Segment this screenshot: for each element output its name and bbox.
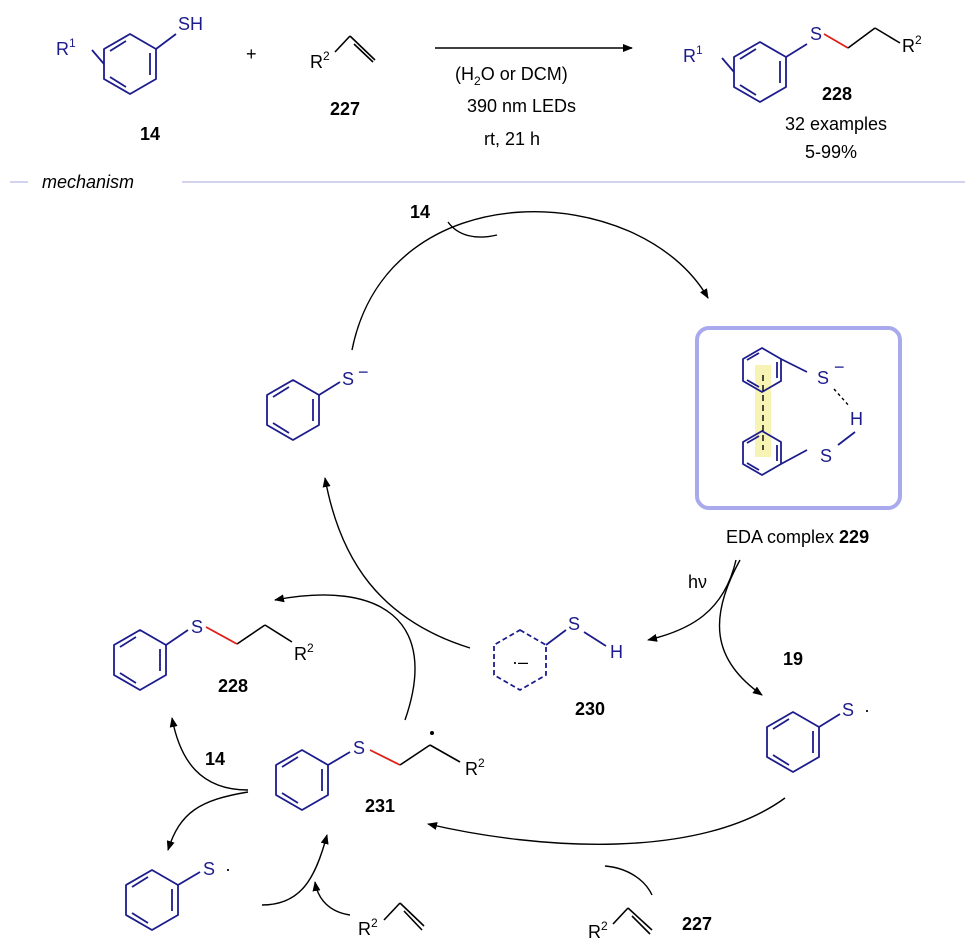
arrow-231-to-product bbox=[274, 594, 416, 721]
thiolate-s: S bbox=[342, 369, 354, 389]
top-cycle-arrow bbox=[351, 211, 709, 351]
product-228-top: R1 S R2 228 32 examples 5-99% bbox=[683, 24, 922, 162]
arrow-227-entry bbox=[604, 865, 653, 896]
mech-product-r2: R2 bbox=[294, 641, 314, 664]
eda-caption: EDA complex 229 bbox=[726, 527, 869, 547]
radical-19-dot: · bbox=[864, 700, 870, 720]
radcat-s: S bbox=[568, 614, 580, 634]
compound-228-label: 228 bbox=[822, 84, 852, 104]
product-r1-label: R1 bbox=[683, 43, 703, 66]
condition-solvent: (H2O or DCM) bbox=[455, 64, 568, 88]
alkene-left-r2: R2 bbox=[358, 916, 378, 939]
carbon-radical-231: S R2 231 bbox=[275, 731, 485, 816]
radical-dot-231 bbox=[430, 731, 434, 735]
reaction-arrow-group: (H2O or DCM) 390 nm LEDs rt, 21 h bbox=[435, 44, 633, 149]
eda-s-minus: S bbox=[817, 368, 829, 388]
alkene-left: R2 bbox=[358, 902, 425, 939]
product-r2-label: R2 bbox=[902, 33, 922, 56]
thiyl-radical-bottom: S · bbox=[125, 859, 231, 931]
yield-range: 5-99% bbox=[805, 142, 857, 162]
alkene-right-r2: R2 bbox=[588, 919, 608, 942]
radical-19-label: 19 bbox=[783, 649, 803, 669]
thiol-sh-text: SH bbox=[178, 14, 203, 34]
arrow-to-product-228 bbox=[169, 717, 249, 791]
thiyl-radical-19: 19 S · bbox=[766, 649, 870, 773]
compound-231-label: 231 bbox=[365, 796, 395, 816]
inter-r2: R2 bbox=[465, 756, 485, 779]
hv-arrow-to-230 bbox=[647, 559, 737, 642]
alkene-r2-label: R2 bbox=[310, 49, 330, 72]
radical-cation-230: ·– S H 230 bbox=[493, 614, 623, 719]
condition-temp-time: rt, 21 h bbox=[484, 129, 540, 149]
eda-s: S bbox=[820, 446, 832, 466]
eda-complex-229: S − H S EDA complex 229 bbox=[695, 326, 902, 547]
alkene-227: R2 227 bbox=[310, 35, 376, 119]
product-228-mechanism: S R2 228 bbox=[113, 617, 314, 696]
radical-cation-symbol: ·– bbox=[512, 652, 528, 672]
hv-arrow-to-19 bbox=[718, 559, 763, 696]
mech-product-s: S bbox=[191, 617, 203, 637]
compound-227-label: 227 bbox=[330, 99, 360, 119]
eda-charge: − bbox=[834, 357, 845, 377]
thiolate-charge: − bbox=[358, 362, 369, 382]
reagent-14-entry-arrow bbox=[447, 221, 498, 238]
inter-s: S bbox=[353, 738, 365, 758]
arrow-230-to-thiolate bbox=[322, 477, 471, 649]
thiolate-anion: S − bbox=[266, 362, 369, 441]
arrow-alkene-to-231 bbox=[312, 881, 351, 916]
left-reagent-14: 14 bbox=[205, 749, 225, 769]
examples-count: 32 examples bbox=[785, 114, 887, 134]
compound-230-label: 230 bbox=[575, 699, 605, 719]
arrow-thiyl-to-231 bbox=[261, 834, 329, 906]
top-reagent-14: 14 bbox=[410, 202, 430, 222]
plus-sign: + bbox=[246, 44, 257, 64]
condition-light: 390 nm LEDs bbox=[467, 96, 576, 116]
arrow-to-thiyl-left bbox=[166, 791, 249, 851]
thiophenol-14: SH R1 14 bbox=[56, 14, 203, 144]
hv-label: hν bbox=[688, 572, 707, 592]
r1-label: R1 bbox=[56, 36, 76, 59]
eda-h: H bbox=[850, 409, 863, 429]
mechanism-divider: mechanism bbox=[10, 172, 965, 192]
thiyl-s: S bbox=[203, 859, 215, 879]
product-s-label: S bbox=[810, 24, 822, 44]
mech-compound-227-label: 227 bbox=[682, 914, 712, 934]
mech-compound-228-label: 228 bbox=[218, 676, 248, 696]
arrow-19-to-231 bbox=[427, 797, 786, 845]
compound-14-label: 14 bbox=[140, 124, 160, 144]
thiyl-dot: · bbox=[225, 859, 231, 879]
radcat-h: H bbox=[610, 642, 623, 662]
radical-19-s: S bbox=[842, 700, 854, 720]
mechanism-heading: mechanism bbox=[42, 172, 134, 192]
alkene-227-mechanism: R2 227 bbox=[588, 907, 712, 942]
